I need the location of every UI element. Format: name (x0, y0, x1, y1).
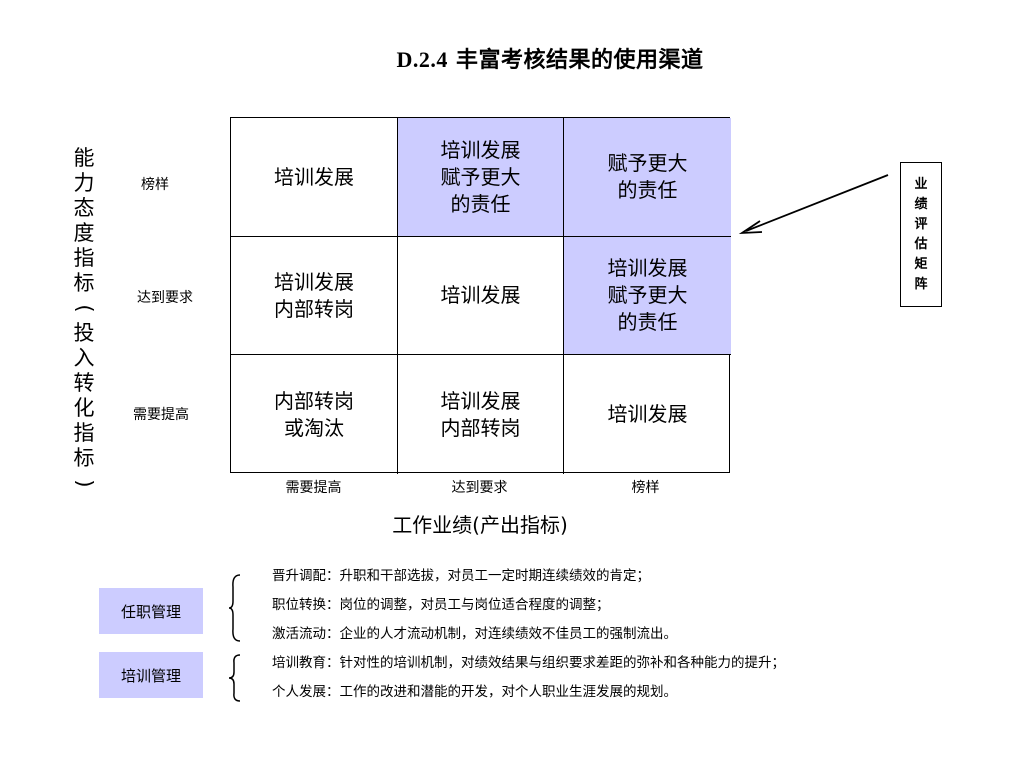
matrix-cell: 培训发展 内部转岗 (398, 355, 564, 474)
matrix-cell: 培训发展 (398, 237, 564, 355)
col-label-middle: 达到要求 (451, 480, 508, 496)
training-management-list: 培训教育：针对性的培训机制，对绩效结果与组织要求差距的弥补和各种能力的提升； 个… (272, 649, 785, 707)
y-axis-char: 指 (73, 421, 95, 445)
matrix-cell: 赋予更大 的责任 (564, 118, 731, 237)
page-title: D.2.4 丰富考核结果的使用渠道 (0, 42, 1024, 74)
list-item: 职位转换：岗位的调整，对员工与岗位适合程度的调整； (272, 597, 610, 613)
matrix-box-char: 业 (914, 176, 928, 192)
y-axis-char: 投 (73, 321, 95, 345)
matrix-box-char: 矩 (914, 256, 928, 272)
position-management-tag: 任职管理 (99, 588, 203, 634)
col-label-left: 需要提高 (285, 480, 342, 496)
y-axis-char: 力 (73, 171, 95, 195)
title-code: D.2.4 (396, 47, 448, 72)
title-text: 丰富考核结果的使用渠道 (456, 48, 704, 73)
row-label-middle: 达到要求 (137, 290, 193, 306)
list-item: 培训教育：针对性的培训机制，对绩效结果与组织要求差距的弥补和各种能力的提升； (272, 655, 785, 671)
matrix-box-char: 估 (914, 236, 928, 252)
y-axis-char: 能 (73, 146, 95, 170)
arrow-icon (738, 174, 889, 235)
list-item: 晋升调配：升职和干部选拔，对员工一定时期连续绩效的肯定； (272, 568, 650, 584)
evaluation-matrix: 培训发展 培训发展 赋予更大 的责任 赋予更大 的责任 培训发展 内部转岗 培训… (230, 117, 731, 474)
y-axis-char: 入 (73, 346, 95, 370)
matrix-cell: 培训发展 (607, 402, 688, 426)
y-axis-char: 指 (73, 246, 95, 270)
matrix-cell: 培训发展 内部转岗 (231, 237, 398, 355)
brace-icon (228, 654, 241, 702)
y-axis-char: 态 (73, 196, 95, 220)
matrix-label-box: 业 绩 评 估 矩 阵 (900, 162, 942, 307)
matrix-box-char: 阵 (914, 276, 928, 292)
row-label-top: 榜样 (141, 177, 169, 193)
y-axis-char: ( (72, 304, 97, 313)
matrix-box-char: 绩 (914, 196, 928, 212)
y-axis-char: 化 (73, 396, 95, 420)
row-label-bottom: 需要提高 (133, 407, 189, 423)
y-axis-char: 标 (73, 446, 95, 470)
matrix-cell: 培训发展 赋予更大 的责任 (398, 118, 564, 237)
list-item: 激活流动：企业的人才流动机制，对连续绩效不佳员工的强制流出。 (272, 626, 677, 642)
x-axis-title: 工作业绩(产出指标) (392, 513, 568, 537)
matrix-box-char: 评 (914, 216, 928, 232)
col-label-right: 榜样 (631, 480, 660, 496)
y-axis-title: 能 力 态 度 指 标 ( 投 入 转 化 指 标 ) (70, 146, 98, 496)
matrix-cell: 培训发展 赋予更大 的责任 (564, 237, 731, 355)
position-management-list: 晋升调配：升职和干部选拔，对员工一定时期连续绩效的肯定； 职位转换：岗位的调整，… (272, 562, 677, 649)
matrix-cell: 内部转岗 或淘汰 (231, 355, 398, 474)
y-axis-char: 标 (73, 271, 95, 295)
brace-icon (228, 574, 241, 642)
matrix-cell: 培训发展 (231, 118, 398, 237)
y-axis-char: ) (72, 479, 97, 488)
y-axis-char: 度 (73, 221, 95, 245)
y-axis-char: 转 (73, 371, 95, 395)
training-management-tag: 培训管理 (99, 652, 203, 698)
list-item: 个人发展：工作的改进和潜能的开发，对个人职业生涯发展的规划。 (272, 684, 677, 700)
